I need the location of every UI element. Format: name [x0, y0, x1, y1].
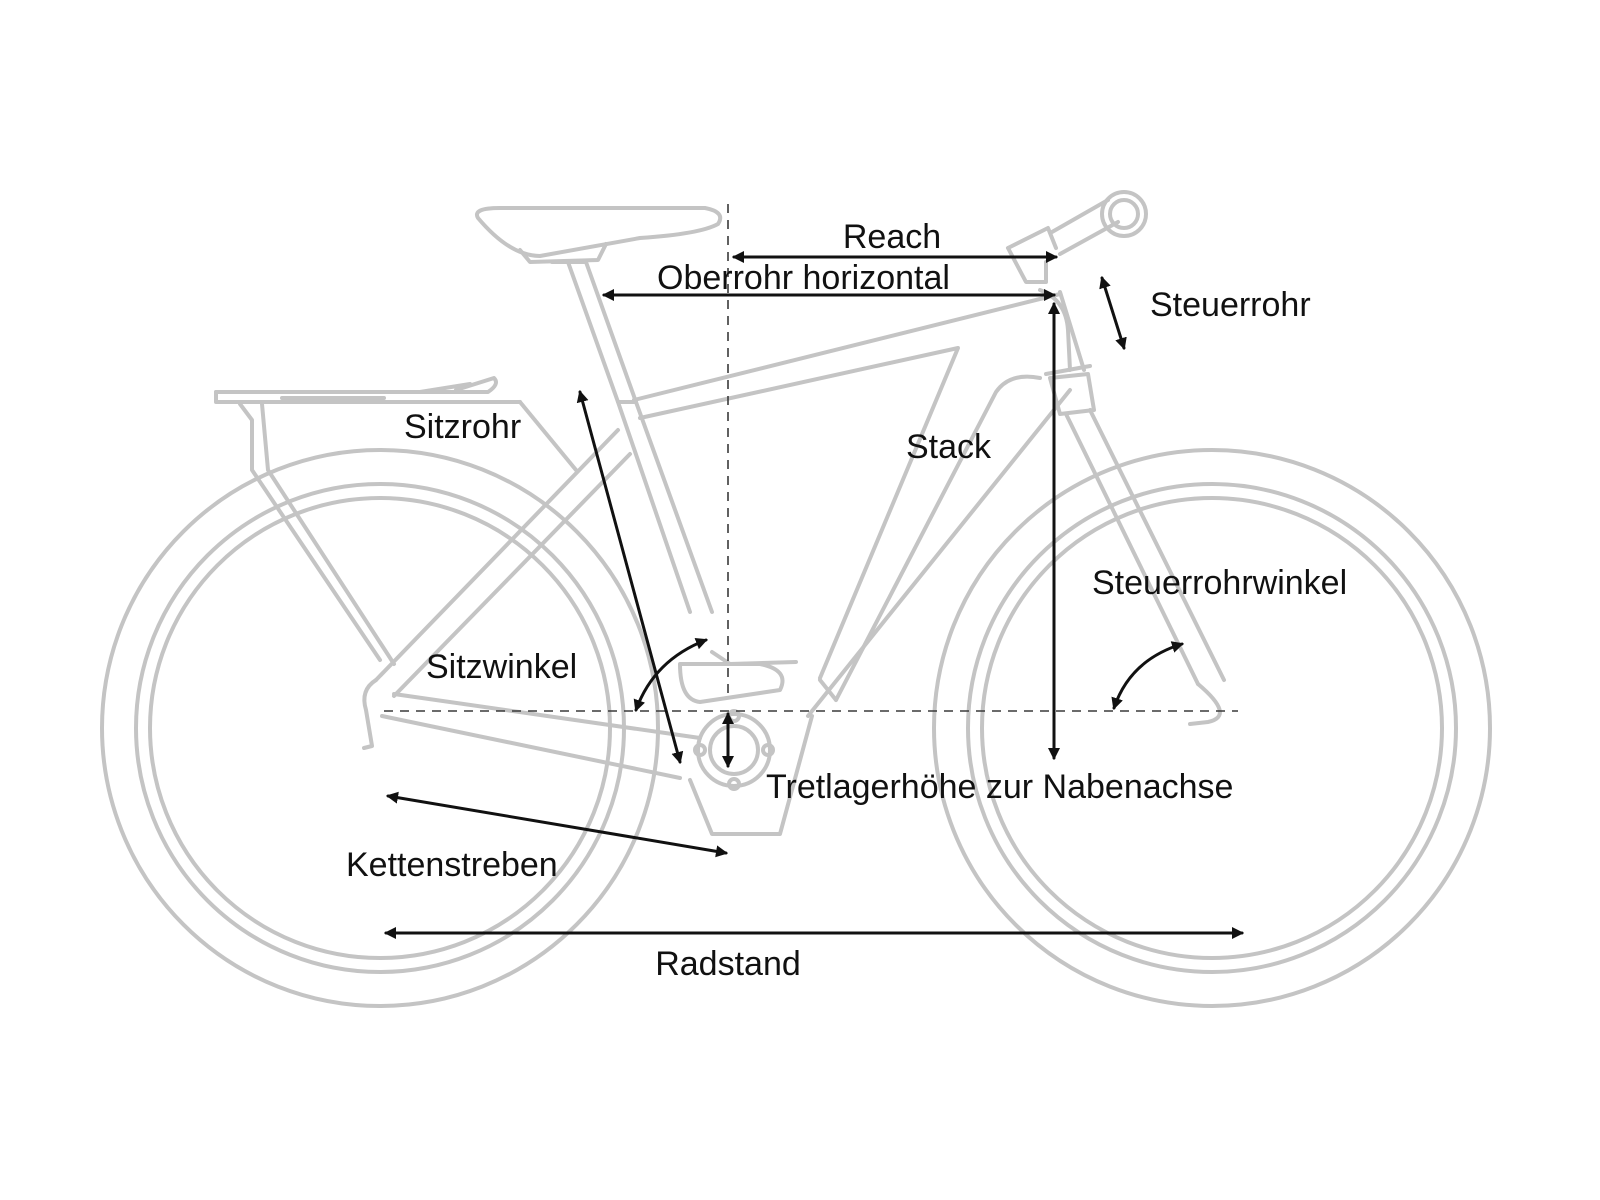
- saddle: [475, 206, 723, 264]
- fork: [1048, 372, 1226, 726]
- label-oberrohr-horizontal: Oberrohr horizontal: [657, 259, 950, 297]
- label-steuerrohr: Steuerrohr: [1150, 286, 1311, 324]
- label-kettenstreben: Kettenstreben: [346, 846, 558, 884]
- chain-stay: [380, 692, 702, 780]
- sitzwinkel-arrow: [633, 637, 708, 712]
- rear-rack: [214, 376, 578, 666]
- head-tube: [1038, 288, 1092, 376]
- motor: [678, 650, 814, 836]
- top-tube: [632, 292, 1062, 680]
- rear-wheel: [100, 448, 660, 1008]
- label-tretlagerhoehe: Tretlagerhöhe zur Nabenachse: [766, 768, 1233, 806]
- rear-dropout: [362, 678, 378, 750]
- stem: [1006, 190, 1148, 284]
- sitzrohr-arrow: [576, 390, 684, 764]
- front-wheel: [932, 448, 1492, 1008]
- dimension-arrows: [384, 251, 1244, 939]
- steuerrohr-arrow: [1099, 276, 1127, 350]
- label-steuerrohrwinkel: Steuerrohrwinkel: [1092, 564, 1347, 602]
- label-radstand: Radstand: [655, 945, 801, 983]
- seat-tube: [550, 260, 714, 614]
- down-tube: [806, 374, 1072, 718]
- reference-lines: [384, 204, 1238, 712]
- dimension-labels: Reach Oberrohr horizontal Steuerrohr Sit…: [346, 218, 1347, 983]
- label-sitzrohr: Sitzrohr: [404, 408, 521, 446]
- label-reach: Reach: [843, 218, 941, 256]
- steuerrohrwinkel-arrow: [1111, 641, 1184, 710]
- kettenstreben-arrow: [386, 791, 728, 858]
- label-sitzwinkel: Sitzwinkel: [426, 648, 577, 686]
- label-stack: Stack: [906, 428, 992, 466]
